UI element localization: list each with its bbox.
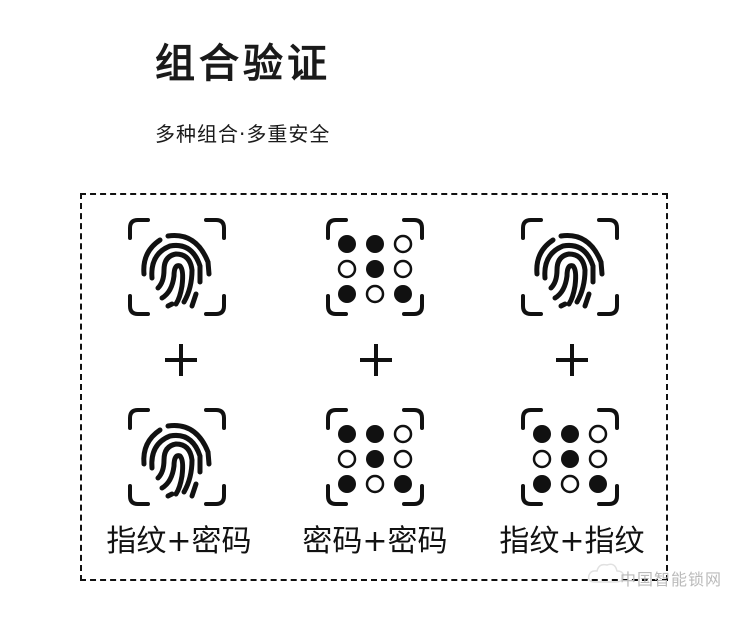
page-subtitle: 多种组合·多重安全 (155, 122, 331, 146)
combo-label: 指纹+密码 (106, 524, 252, 559)
combinations-panel (80, 193, 668, 581)
page-title: 组合验证 (155, 41, 331, 87)
cloud-logo-icon (587, 563, 625, 583)
password-grid-icon (320, 402, 430, 512)
plus-icon (163, 342, 199, 378)
password-grid-icon (515, 402, 625, 512)
watermark-text: 中国智能锁网 (620, 570, 723, 589)
combo-label: 密码+密码 (302, 524, 448, 559)
plus-icon (554, 342, 590, 378)
fingerprint-icon (515, 212, 625, 322)
fingerprint-icon (122, 212, 232, 322)
fingerprint-icon (122, 402, 232, 512)
combo-label: 指纹+指纹 (499, 524, 645, 559)
plus-icon (358, 342, 394, 378)
password-grid-icon (320, 212, 430, 322)
